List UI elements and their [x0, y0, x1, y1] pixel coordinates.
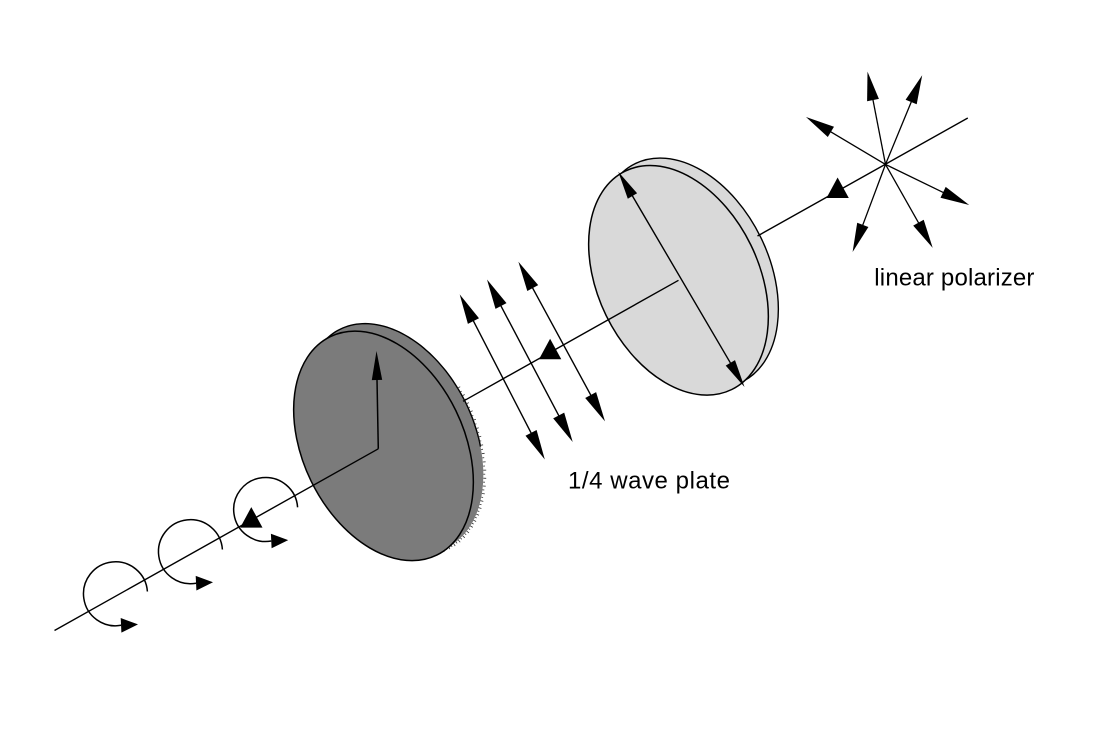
svg-text:1/4 wave plate: 1/4 wave plate [568, 468, 730, 495]
svg-text:linear polarizer: linear polarizer [874, 264, 1034, 291]
